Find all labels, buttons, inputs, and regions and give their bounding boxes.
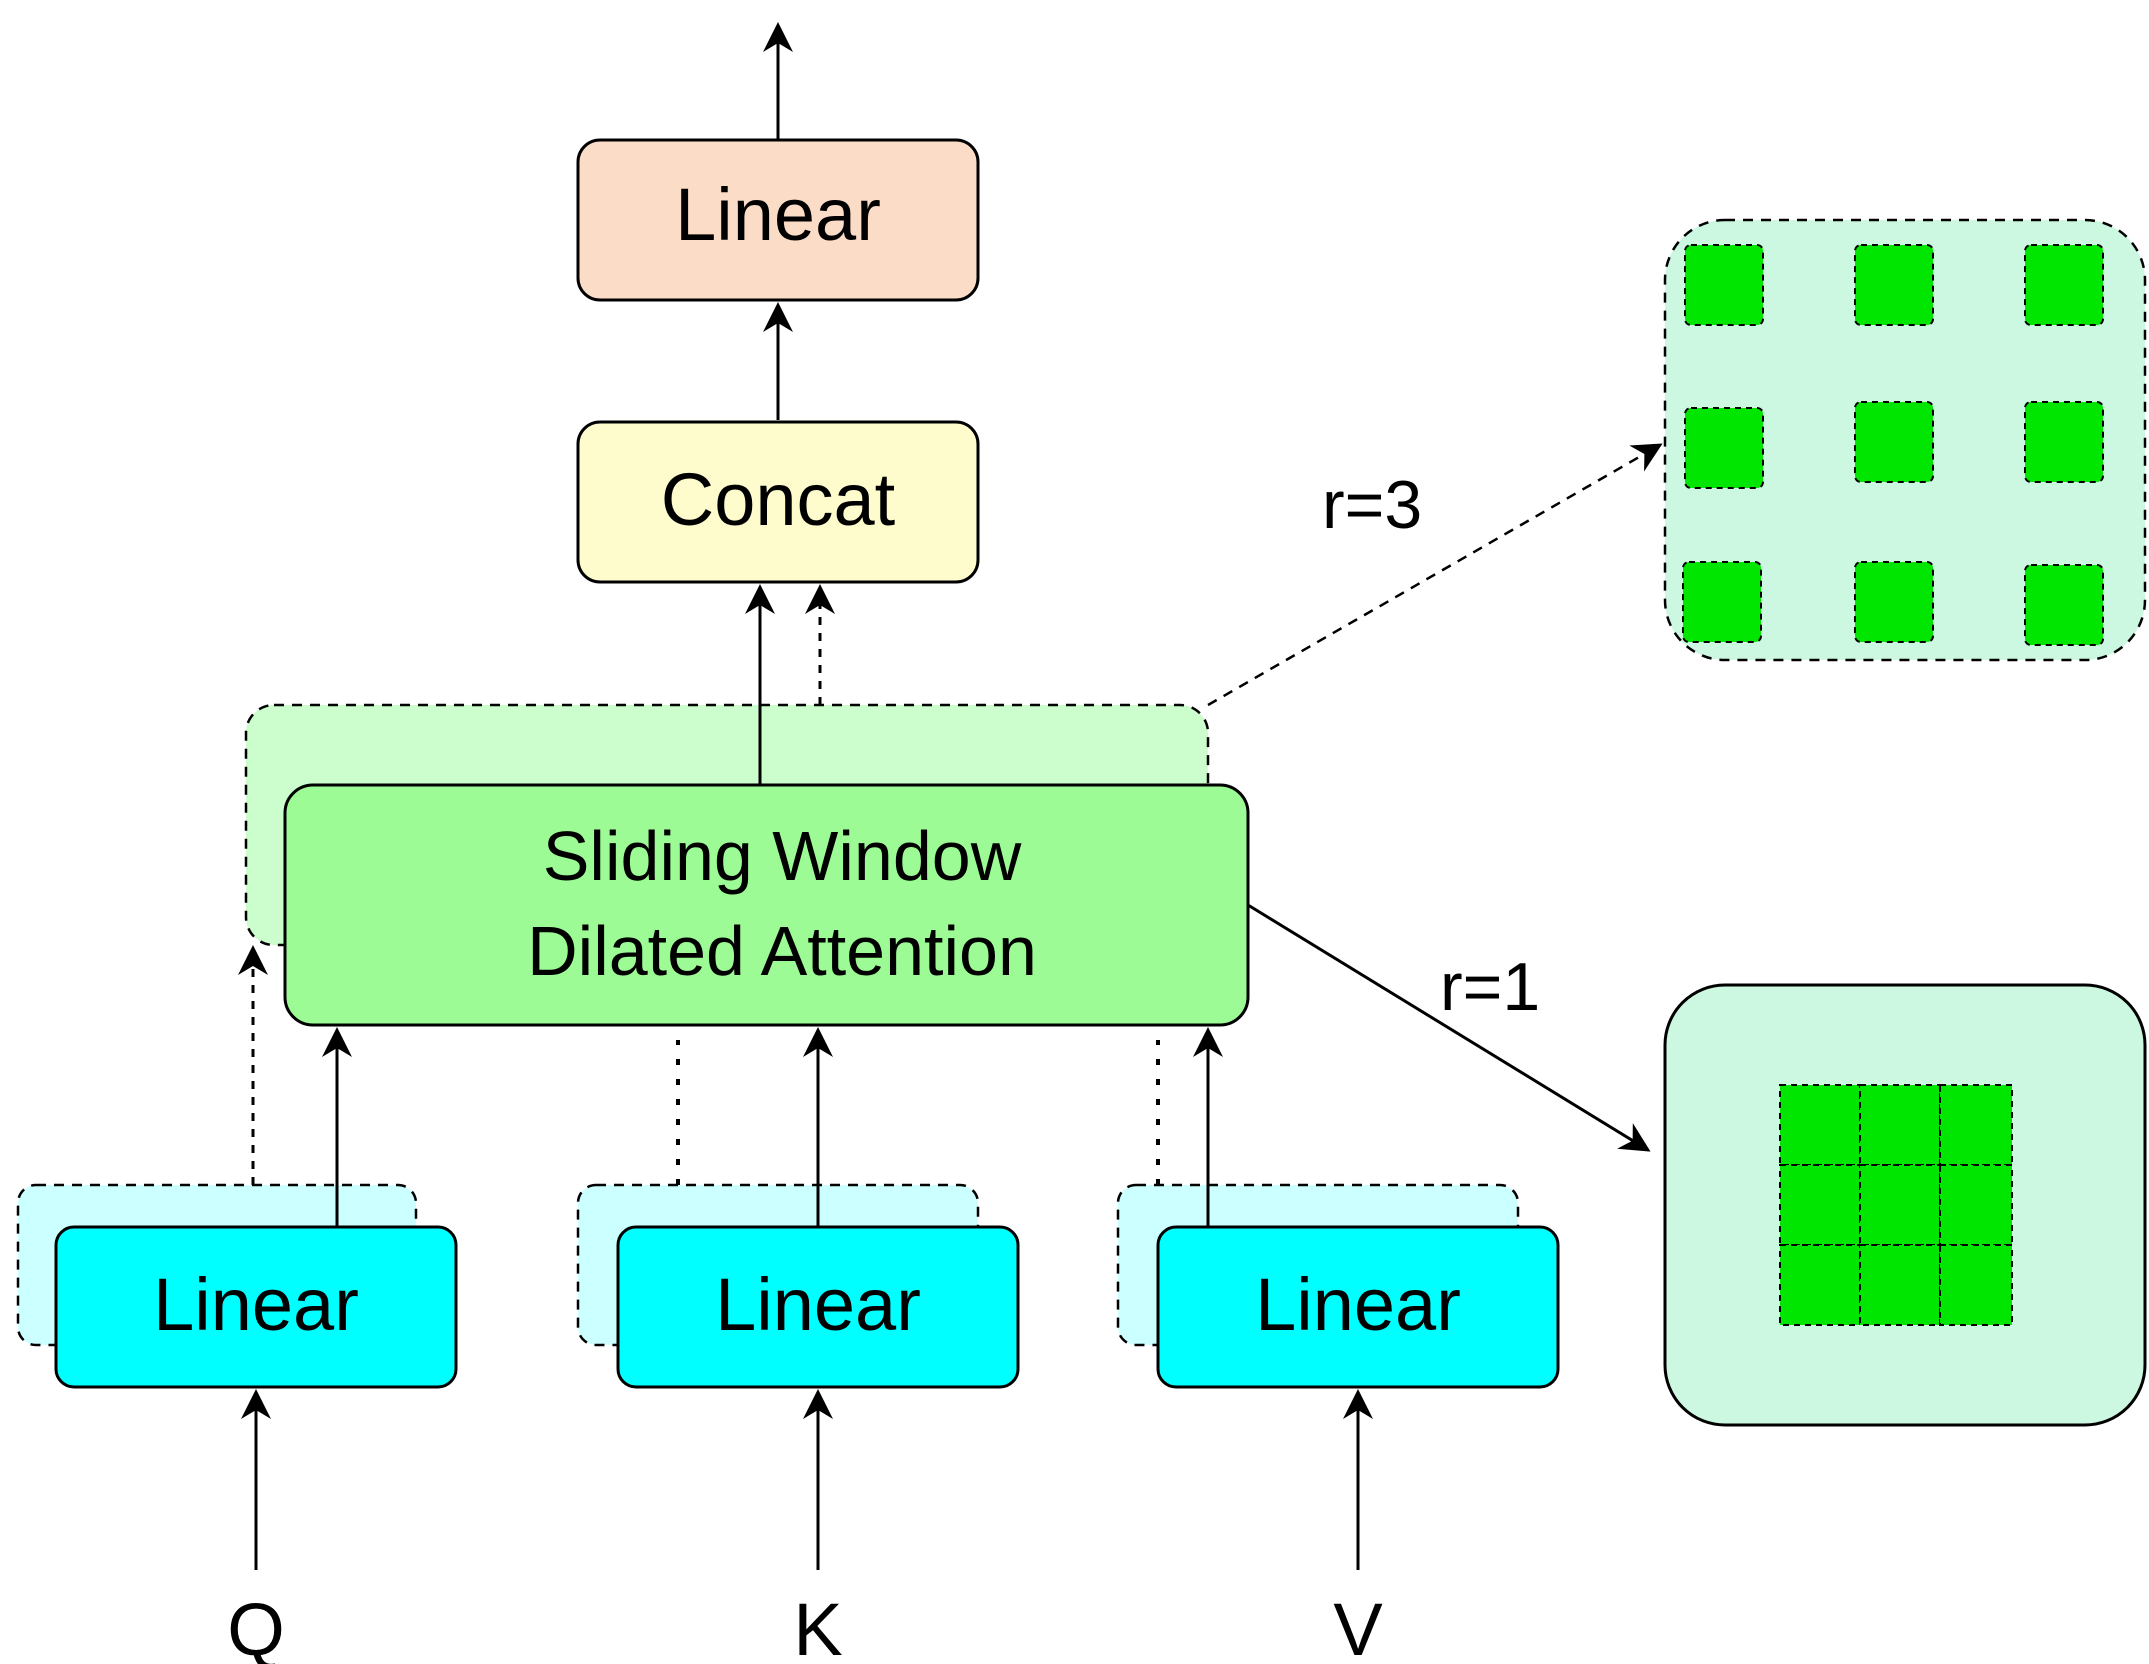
grid-r3-cell	[1854, 401, 1934, 483]
projection-v: Linear V	[1116, 1027, 1560, 1664]
grid-r1-cell	[1859, 1164, 1941, 1246]
output-linear-box	[576, 138, 980, 302]
grid-r3-cell	[1684, 244, 1764, 326]
grid-r1-cell	[1859, 1084, 1941, 1166]
output-linear-label: Linear	[675, 173, 881, 256]
grid-r1-cell	[1779, 1084, 1861, 1166]
dilation-low-arrow	[1247, 903, 1651, 1152]
input-q-label: Q	[227, 1588, 285, 1664]
projection-k-box	[616, 1225, 1020, 1389]
projection-v-box	[1156, 1225, 1560, 1389]
concat-block: Concat	[576, 420, 980, 584]
output-linear-block: Linear	[576, 138, 980, 302]
dilation-low-label: r=1	[1440, 949, 1540, 1025]
grid-r3-cell	[1684, 407, 1764, 489]
projection-q: Linear Q	[16, 945, 458, 1664]
grid-r1-cell	[1939, 1244, 2013, 1326]
grid-r3-cells	[1682, 244, 2104, 646]
grid-r1-cell	[1859, 1244, 1941, 1326]
attention-block: Sliding Window Dilated Attention	[283, 783, 1250, 1027]
projection-k-label: Linear	[715, 1263, 921, 1346]
dilated-grid-r1	[1663, 983, 2147, 1427]
grid-r3-cell	[1682, 561, 1762, 643]
grid-r1-cell	[1939, 1084, 2013, 1166]
projection-v-label: Linear	[1255, 1263, 1461, 1346]
projection-k: Linear K	[576, 1027, 1020, 1664]
dilation-high-arrow	[1207, 443, 1663, 707]
concat-label: Concat	[661, 458, 896, 541]
concat-box	[576, 420, 980, 584]
attention-label-line1: Sliding Window	[543, 817, 1022, 895]
grid-r1-cell	[1939, 1164, 2013, 1246]
dilated-grid-r3	[1663, 218, 2147, 662]
dilation-high-label: r=3	[1322, 467, 1422, 543]
grid-r3-cell	[2024, 401, 2104, 483]
grid-r1-cell	[1779, 1244, 1861, 1326]
input-v-label: V	[1333, 1588, 1383, 1664]
attention-label-line2: Dilated Attention	[527, 912, 1037, 990]
grid-r3-cell	[1854, 244, 1934, 326]
input-k-label: K	[793, 1588, 842, 1664]
projection-q-label: Linear	[153, 1263, 359, 1346]
grid-r1-cell	[1779, 1164, 1861, 1246]
grid-r3-cell	[1854, 561, 1934, 643]
grid-r3-cell	[2024, 244, 2104, 326]
grid-r1-cells	[1779, 1084, 2013, 1326]
grid-r3-cell	[2024, 564, 2104, 646]
projection-q-box	[54, 1225, 458, 1389]
